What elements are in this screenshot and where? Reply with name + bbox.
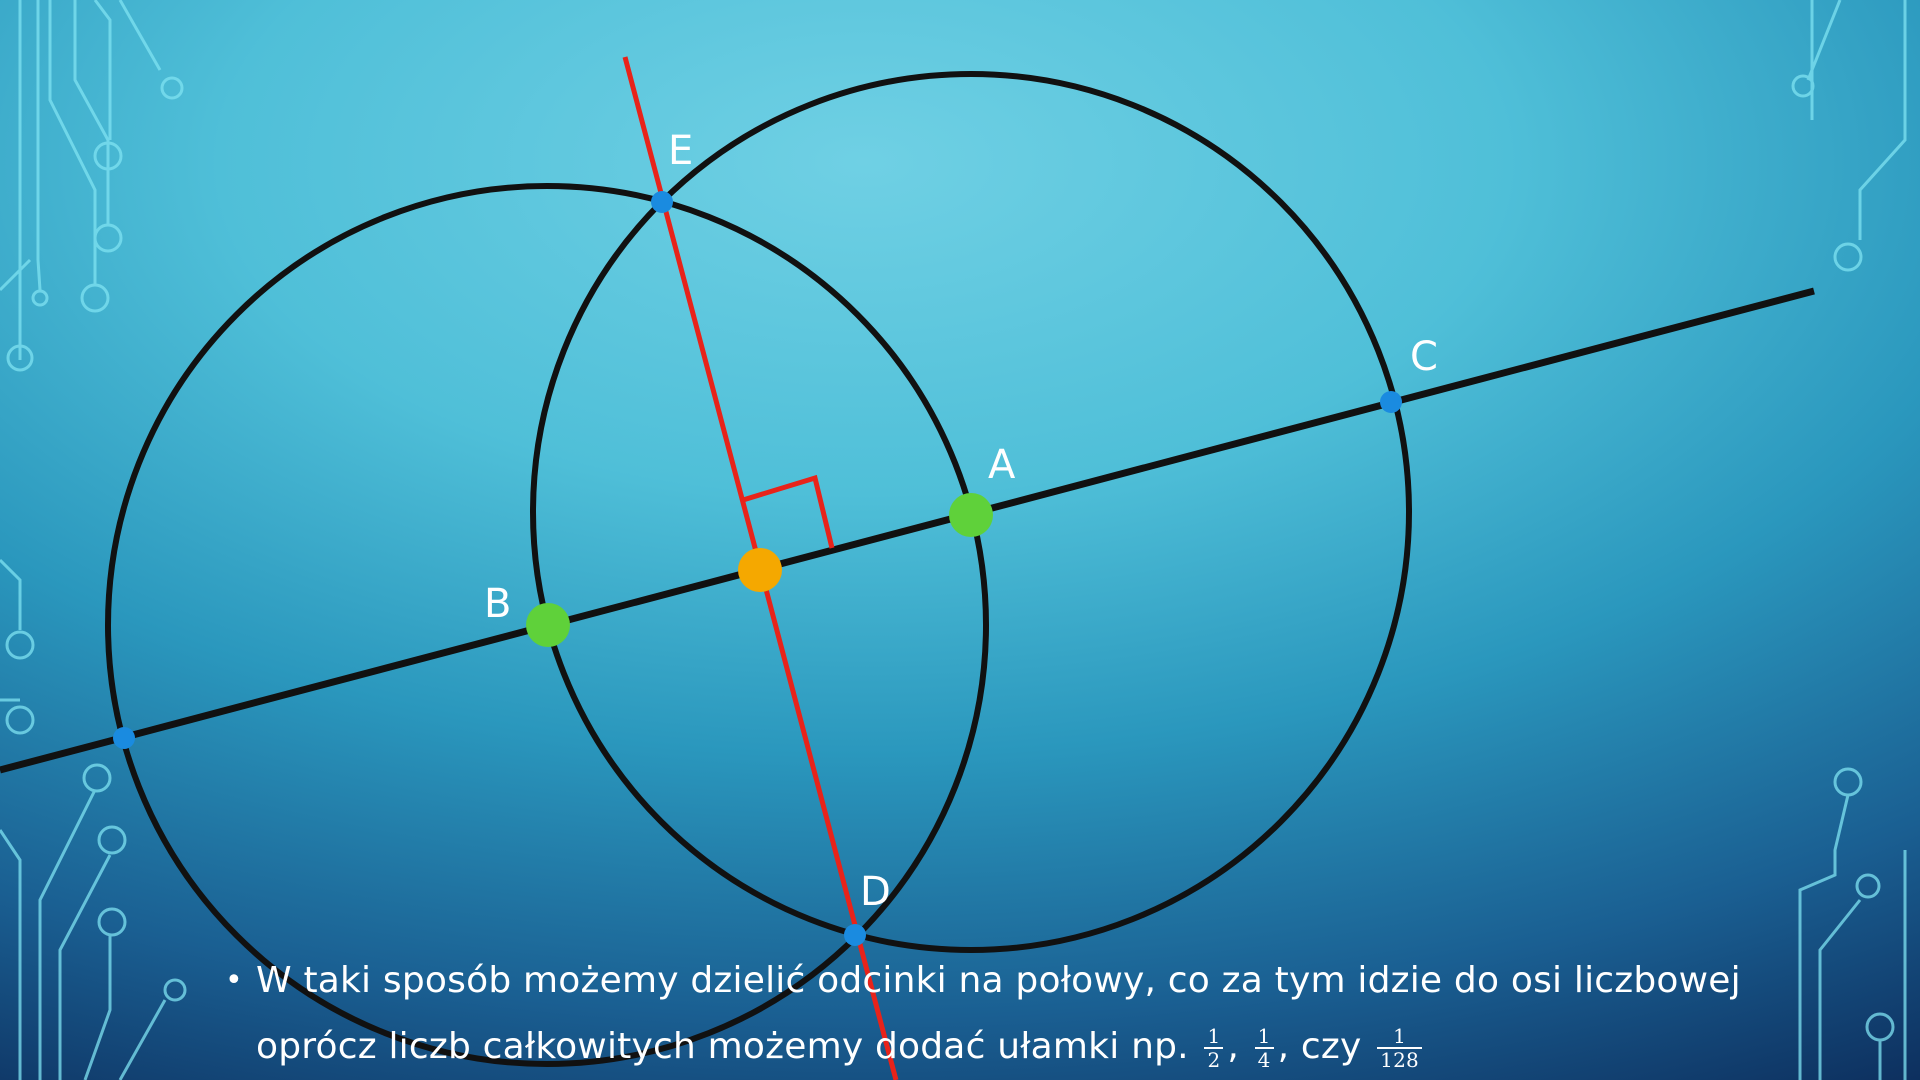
- caption-separator-2: , czy: [1277, 1026, 1374, 1067]
- point-label-a: A: [988, 442, 1016, 488]
- point-label-b: B: [484, 581, 511, 627]
- caption-line-2-text: oprócz liczb całkowitych możemy dodać uł…: [256, 1026, 1201, 1067]
- midpoint-dot: [738, 548, 782, 592]
- point-label-e: E: [668, 128, 693, 174]
- right-angle-marker: [742, 474, 835, 549]
- circle-left: [105, 183, 989, 1067]
- caption-line-1: W taki sposób możemy dzielić odcinki na …: [256, 960, 1741, 1001]
- circle-right: [530, 71, 1412, 953]
- circuit-decoration-left: [0, 0, 187, 1080]
- point-d-dot: [844, 924, 866, 946]
- point-label-c: C: [1410, 334, 1438, 380]
- point-b-dot: [526, 603, 570, 647]
- point-left-dot: [113, 727, 135, 749]
- point-label-d: D: [860, 869, 891, 915]
- point-e-dot: [651, 191, 673, 213]
- point-c-dot: [1380, 391, 1402, 413]
- caption-line-2: oprócz liczb całkowitych możemy dodać uł…: [256, 1014, 1426, 1080]
- axis-line: [0, 287, 1815, 774]
- circuit-decoration-right: [1791, 0, 1907, 1080]
- caption-separator-1: ,: [1227, 1026, 1251, 1067]
- bullet-icon: •: [225, 963, 243, 998]
- point-a-dot: [949, 493, 993, 537]
